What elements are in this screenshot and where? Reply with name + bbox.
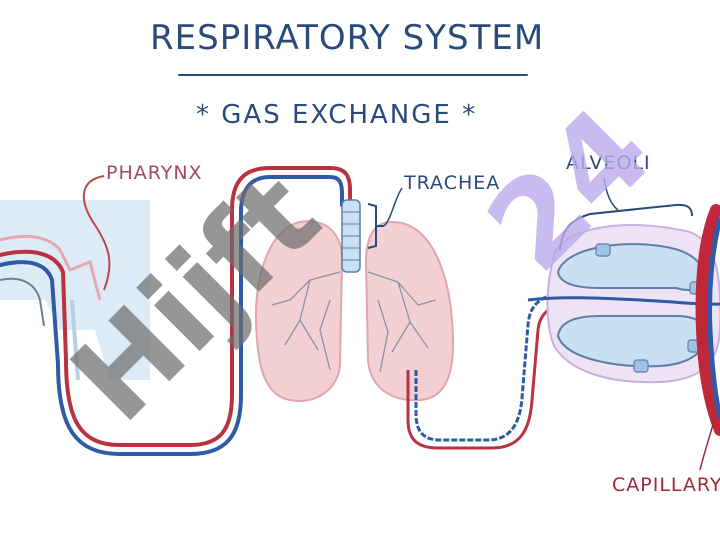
alveoli-bracket: [559, 203, 693, 251]
label-alveoli: ALVEOLI: [566, 152, 651, 174]
capillary-inner: [706, 217, 720, 419]
lungs: [254, 187, 455, 402]
label-trachea: TRACHEA: [404, 172, 501, 194]
airway-tube-red: [0, 166, 352, 447]
trachea-bracket: [367, 203, 384, 249]
airway-tube: [0, 166, 352, 456]
alveoli: [527, 177, 720, 471]
head-airway-fill: [0, 200, 150, 380]
capillary-vessel: [695, 204, 720, 436]
page-title: RESPIRATORY SYSTEM: [150, 18, 545, 58]
head-profile-line: [0, 277, 45, 327]
capillary-pointer-line: [699, 419, 715, 471]
label-pharynx: PHARYNX: [106, 162, 203, 184]
trachea-pointer-line: [383, 187, 403, 227]
right-lung: [364, 220, 455, 402]
label-capillary: CAPILLARY: [612, 474, 720, 496]
head-illustration: [0, 175, 150, 381]
page-subtitle: * GAS EXCHANGE *: [196, 100, 478, 130]
alveoli-pointer-line: [603, 177, 619, 211]
bronchial-tree: [271, 271, 437, 373]
title-underline: [178, 74, 528, 76]
pharynx-pointer-line: [82, 175, 111, 291]
left-lung: [254, 220, 344, 402]
trachea-rings: [342, 211, 360, 261]
airway-tube-blue: [0, 175, 344, 456]
throat-line: [70, 299, 80, 381]
nasal-cavity-outline: [0, 234, 102, 301]
